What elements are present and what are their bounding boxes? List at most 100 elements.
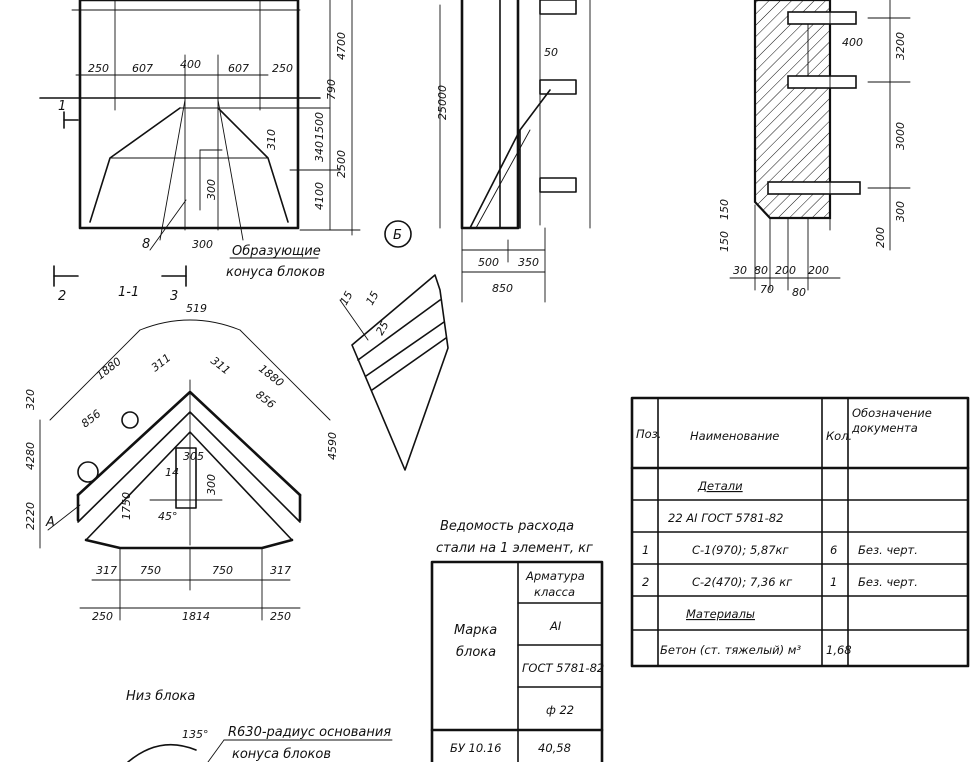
dim-300-bottom: 300: [192, 238, 213, 251]
dim-3000: 3000: [894, 122, 907, 150]
steel-class: АI: [549, 619, 562, 633]
dim-80-top: 80: [754, 264, 768, 277]
dim-607-left: 607: [132, 62, 153, 75]
dim-250-plan-left: 250: [92, 610, 113, 623]
dim-25000: 25000: [436, 85, 449, 120]
steel-row-label-line2: блока: [456, 645, 496, 660]
spec-row2-name: С-2(470); 7,36 кг: [692, 575, 793, 589]
steel-mark: БУ 10.16: [450, 741, 501, 755]
angle-135: 135°: [182, 728, 209, 741]
dim-320: 320: [24, 389, 37, 410]
note-cone-line2: конуса блоков: [226, 265, 325, 280]
dim-4590: 4590: [326, 432, 339, 460]
dim-250-plan-right: 250: [270, 610, 291, 623]
dim-317-right: 317: [270, 564, 291, 577]
dim-311-left: 311: [149, 351, 174, 374]
dim-25: 25: [373, 319, 391, 338]
dim-200-b: 200: [808, 264, 829, 277]
dim-1880-right: 1880: [256, 362, 286, 389]
dim-14: 14: [165, 466, 179, 479]
dim-790: 790: [325, 79, 338, 100]
spec-row2-pos: 2: [642, 575, 649, 589]
spec-material-name: Бетон (ст. тяжелый) м³: [660, 643, 801, 657]
dim-750-right: 750: [212, 564, 233, 577]
dim-400: 400: [180, 58, 201, 71]
dim-4280: 4280: [24, 442, 37, 470]
dim-200-a: 200: [775, 264, 796, 277]
steel-mass: 40,58: [538, 741, 571, 755]
side-view: 25000 50 500 350 850 Б: [393, 0, 591, 303]
dim-2500: 2500: [335, 150, 348, 178]
bottom-note: 135° R630-радиус основания конуса блоков: [127, 725, 393, 762]
front-view-outline: [78, 0, 300, 230]
spec-header-name: Наименование: [690, 429, 779, 443]
spec-header-doc: Обозначение документа: [852, 406, 932, 435]
spec-standard-row: 22 АI ГОСТ 5781-82: [668, 511, 783, 525]
steel-diameter: ф 22: [546, 703, 574, 717]
detail-view: 400 3200 3000 300 200 150 150 30 80 200 …: [718, 0, 911, 299]
dim-311-right: 311: [208, 354, 233, 377]
steel-row-label-line1: Марка: [454, 623, 497, 638]
section-mark-1: 1: [58, 99, 66, 114]
dim-300-plan: 300: [205, 474, 218, 495]
steel-standard: ГОСТ 5781-82: [522, 661, 604, 675]
plan-view: 519 1880 311 311 1880 856 856 4280 2220 …: [24, 302, 331, 704]
dim-300-inner: 300: [205, 179, 218, 200]
dim-50: 50: [544, 46, 558, 59]
spec-row2-qty: 1: [830, 575, 837, 589]
spec-row1-name: С-1(970); 5,87кг: [692, 543, 790, 557]
spec-row1-pos: 1: [642, 543, 649, 557]
spec-material-qty: 1,68: [826, 643, 852, 657]
callout-b: Б: [393, 228, 402, 243]
arrow-3: 3: [170, 289, 178, 304]
dim-1814: 1814: [182, 610, 210, 623]
dim-15-b: 15: [363, 289, 381, 308]
steel-col-header-line2: класса: [534, 585, 575, 599]
dim-150-b: 150: [718, 231, 731, 252]
dim-305: 305: [183, 450, 204, 463]
dim-250-left: 250: [88, 62, 109, 75]
node-detail: 15 15 25 4590: [326, 274, 449, 471]
dim-856-right: 856: [253, 388, 278, 411]
spec-row2-doc: Без. черт.: [858, 575, 918, 589]
dim-300-detail: 300: [894, 201, 907, 222]
dim-70: 70: [760, 283, 774, 296]
dim-750-left: 750: [140, 564, 161, 577]
dim-400-detail: 400: [842, 36, 863, 49]
note-radius-line2: конуса блоков: [232, 747, 331, 762]
dim-850: 850: [492, 282, 513, 295]
front-view: 250 607 400 607 250 4700 1500 2500 4100 …: [39, 0, 412, 304]
spec-header-qty: Кол.: [826, 429, 852, 443]
callout-a: А: [45, 515, 55, 530]
dim-340: 340: [313, 141, 326, 162]
dim-310-inner: 310: [265, 129, 278, 150]
dim-1750: 1750: [120, 492, 133, 520]
dim-250-right: 250: [272, 62, 293, 75]
dim-200-detail: 200: [874, 227, 887, 248]
dim-856-left: 856: [79, 407, 104, 430]
steel-table: Ведомость расхода стали на 1 элемент, кг…: [430, 519, 604, 762]
note-radius-line1: R630-радиус основания: [228, 725, 391, 740]
dim-350: 350: [518, 256, 539, 269]
dim-150-a: 150: [718, 199, 731, 220]
plan-title: Низ блока: [126, 689, 195, 704]
spec-table: Поз. Наименование Кол. Обозначение докум…: [630, 396, 970, 668]
dim-1500: 1500: [313, 112, 326, 140]
dim-2220: 2220: [24, 502, 37, 530]
dim-15-a: 15: [337, 289, 355, 308]
callout-circle: [384, 220, 412, 248]
spec-section-parts: Детали: [697, 479, 743, 493]
dim-4700: 4700: [335, 32, 348, 60]
spec-section-materials: Материалы: [686, 607, 755, 621]
dim-607-right: 607: [228, 62, 249, 75]
arrow-2: 2: [58, 289, 66, 304]
dim-317-left: 317: [96, 564, 117, 577]
dim-1880-left: 1880: [94, 355, 124, 382]
spec-header-pos: Поз.: [636, 427, 661, 441]
dim-4100: 4100: [313, 182, 326, 210]
dim-519: 519: [186, 302, 207, 315]
dim-45-degrees: 45°: [158, 510, 178, 523]
steel-table-title-line1: Ведомость расхода: [440, 519, 574, 534]
spec-row1-qty: 6: [830, 543, 837, 557]
